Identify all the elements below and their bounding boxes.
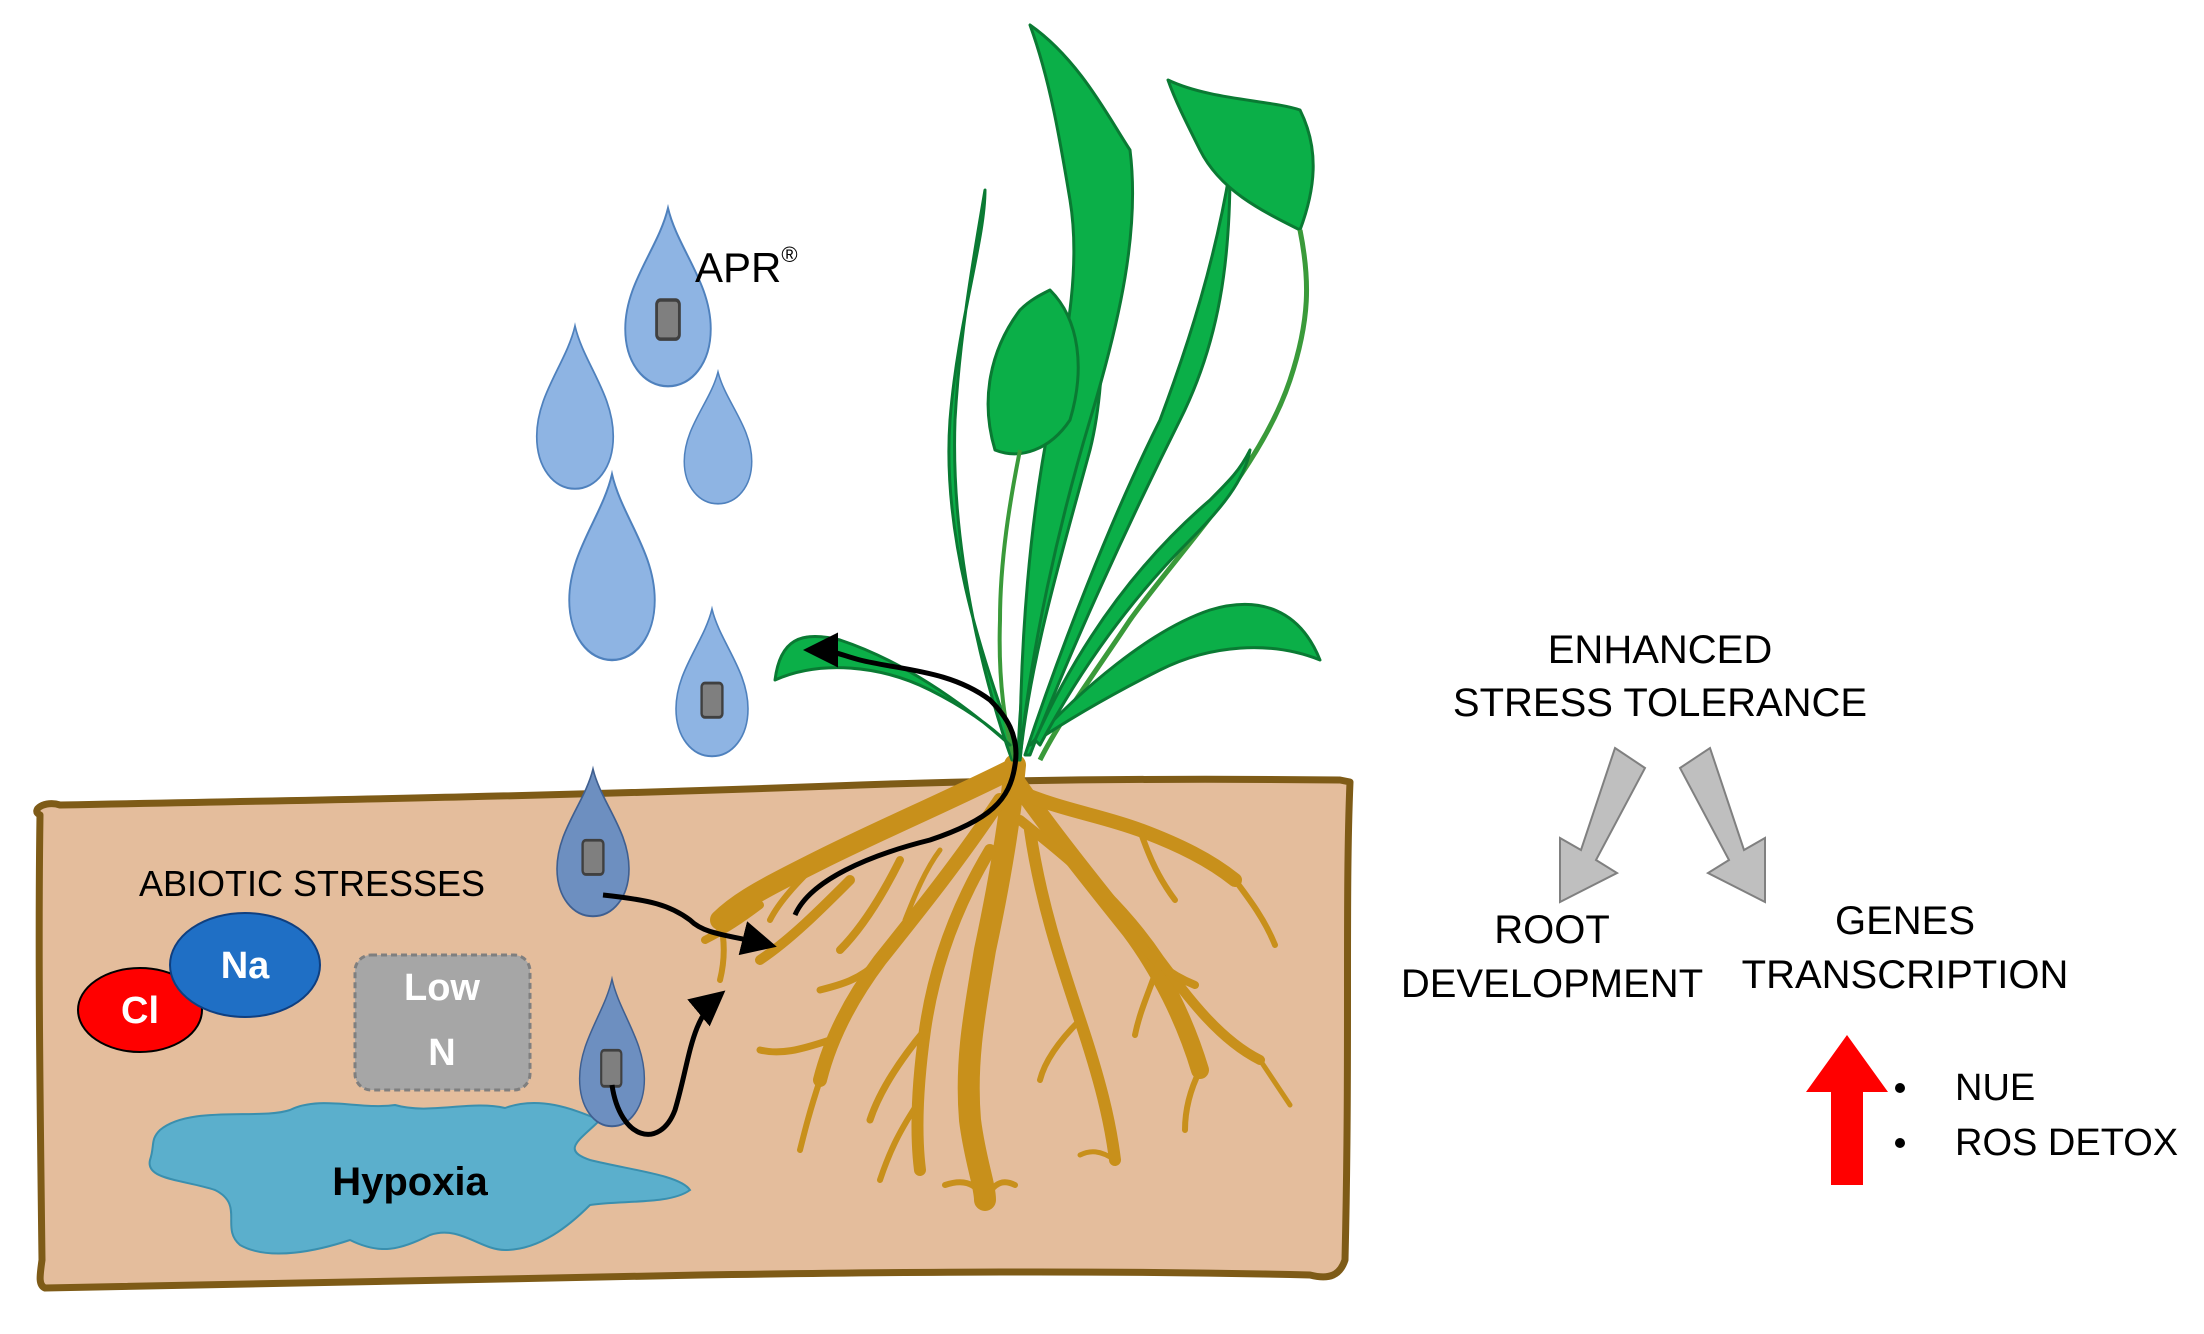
soil-droplets [556,768,646,1128]
sodium-ion: Na [169,912,321,1018]
root-system [701,754,1293,1211]
leaf [947,188,1020,762]
droplet-in-soil-upper [556,768,630,918]
grey-arrow-left [1559,746,1647,904]
apr-droplets [535,206,753,758]
upregulation-arrow [1806,1035,1888,1185]
low-nitrogen-line1: Low [404,967,480,1009]
development-label: DEVELOPMENT [1401,962,1703,1006]
bullet-ros-detox: ROS DETOX [1955,1122,2178,1164]
chloride-ion: Cl [77,967,203,1053]
apr-label-text: APR [695,244,781,291]
low-nitrogen-box: Low N [353,953,532,1092]
grey-arrow-right [1678,746,1766,904]
bullet-dot [1895,1138,1905,1148]
apr-label: APR® [695,242,798,291]
uptake-arrow-upper [602,892,777,956]
low-nitrogen-line2: N [428,1032,455,1074]
droplet [535,324,615,490]
abiotic-stresses-label: ABIOTIC STRESSES [139,863,485,904]
registered-mark: ® [781,242,797,267]
sodium-label: Na [221,945,270,987]
systemic-transport-arrow [792,632,1019,917]
droplet-apr-main [624,206,712,388]
leaf-lower-right [1028,602,1322,747]
root-label: ROOT [1494,908,1610,952]
plant-shoot [773,23,1322,762]
transcription-label: TRANSCRIPTION [1742,953,2069,997]
droplet [683,371,753,505]
hypoxia-label: Hypoxia [332,1160,488,1204]
droplet [568,472,656,662]
leaf-broad-middle [986,288,1080,456]
hypoxia-puddle: Hypoxia [148,1101,692,1255]
leaf-right-long [1033,448,1252,747]
uptake-arrow-lower [609,990,726,1137]
enhanced-label: ENHANCED [1548,628,1772,672]
stress-tolerance-label: STRESS TOLERANCE [1453,681,1867,725]
chloride-label: Cl [121,990,159,1032]
bullet-nue: NUE [1955,1067,2035,1109]
bullet-dot [1895,1083,1905,1093]
leaf-broad-right [1166,78,1315,232]
genes-label: GENES [1835,899,1975,943]
droplet-with-particle [675,608,749,758]
uptake-arrows [602,632,1019,1137]
